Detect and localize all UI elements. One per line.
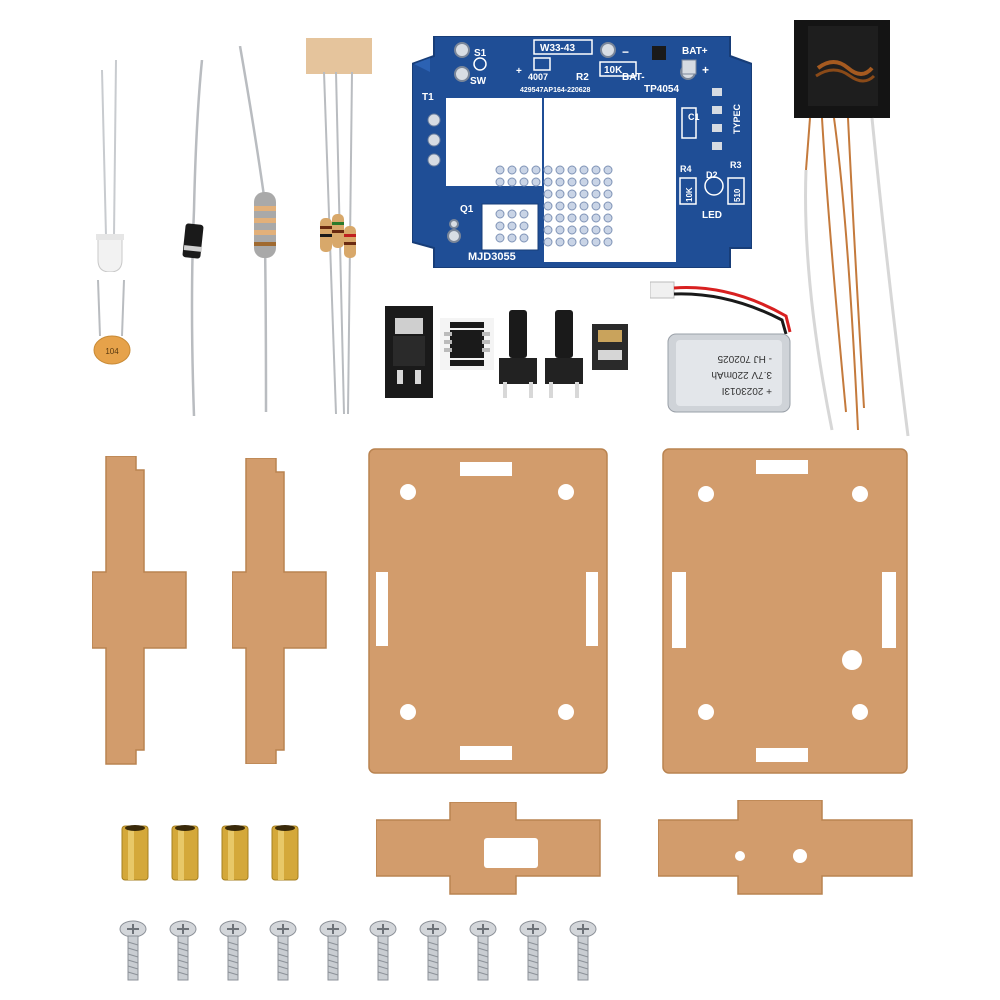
- pcb-label-r2: R2: [576, 72, 589, 83]
- top-cover-panel: [368, 448, 608, 774]
- standoff-icon: [221, 825, 249, 881]
- pcb-label-transistor: MJD3055: [468, 251, 516, 263]
- push-button-icon: [499, 310, 537, 398]
- pcb-label-bat-minus: BAT-: [622, 72, 645, 83]
- pcb-label-r3: R3: [730, 160, 742, 170]
- front-end-panel: [376, 802, 601, 895]
- screw-icon: [469, 920, 497, 981]
- pcb-label-r2-value: 10K: [604, 65, 623, 76]
- screw-icon: [169, 920, 197, 981]
- pcb-label-c1: C1: [688, 112, 700, 122]
- pcb-board: T1 S1 SW W33-43 + 4007 R2 10K − BAT+ BAT…: [412, 36, 752, 268]
- transformer-icon: [794, 20, 910, 437]
- battery-line-1: + 2023013I: [722, 385, 772, 396]
- pcb-label-ref: W33-43: [540, 43, 575, 54]
- pcb-label-diode: 4007: [528, 72, 548, 82]
- pcb-label-t1: T1: [422, 92, 434, 103]
- led-icon: [96, 60, 124, 272]
- pcb-label-r4: R4: [680, 164, 692, 174]
- pcb-label-plus-right: +: [702, 63, 709, 77]
- screw-icon: [369, 920, 397, 981]
- screw-icon: [219, 920, 247, 981]
- diode-icon: [182, 60, 204, 416]
- taped-resistors-icon: [306, 38, 372, 415]
- battery-line-3: - HJ 702025: [717, 353, 772, 364]
- standoff-icon: [171, 825, 199, 881]
- battery-icon: + 2023013I 3.7V 220mAh - HJ 702025: [650, 281, 792, 413]
- slide-switch-icon: [592, 324, 628, 370]
- pcb-label-batch: 429547AP164-220628: [520, 87, 591, 94]
- pcb-label-plus-left: +: [516, 66, 522, 77]
- pcb-label-led: LED: [702, 210, 722, 221]
- screw-icon: [269, 920, 297, 981]
- side-panel-right: [232, 458, 327, 764]
- pcb-label-minus: −: [622, 45, 629, 59]
- screw-icon: [569, 920, 597, 981]
- ic-chip-icon: [440, 318, 494, 370]
- pcb-label-d2: D2: [706, 170, 718, 180]
- standoff-icon: [121, 825, 149, 881]
- pcb-label-s1: S1: [474, 48, 487, 59]
- pcb-label-ic: TP4054: [644, 84, 679, 95]
- pcb-label-q1: Q1: [460, 204, 474, 215]
- screw-icon: [119, 920, 147, 981]
- capacitor-code: 104: [105, 347, 119, 356]
- pcb-label-bat-plus: BAT+: [682, 46, 708, 57]
- resistor-icon: [238, 46, 276, 412]
- screw-icon: [419, 920, 447, 981]
- pcb-label-typec: TYPEC: [732, 103, 742, 134]
- push-button-icon: [545, 310, 583, 398]
- battery-line-2: 3.7V 220mAh: [711, 369, 772, 380]
- pcb-label-r4-value: 10K: [685, 187, 694, 202]
- pcb-label-r3-value: 510: [733, 188, 742, 202]
- screw-icon: [519, 920, 547, 981]
- back-end-panel: [658, 800, 913, 895]
- standoff-icon: [271, 825, 299, 881]
- bottom-cover-panel: [662, 448, 908, 774]
- capacitor-icon: 104: [93, 280, 131, 365]
- screw-icon: [319, 920, 347, 981]
- pcb-label-sw: SW: [470, 76, 487, 87]
- transistor-icon: [385, 306, 433, 398]
- pad-grid: [495, 165, 613, 247]
- side-panel-left: [92, 456, 187, 765]
